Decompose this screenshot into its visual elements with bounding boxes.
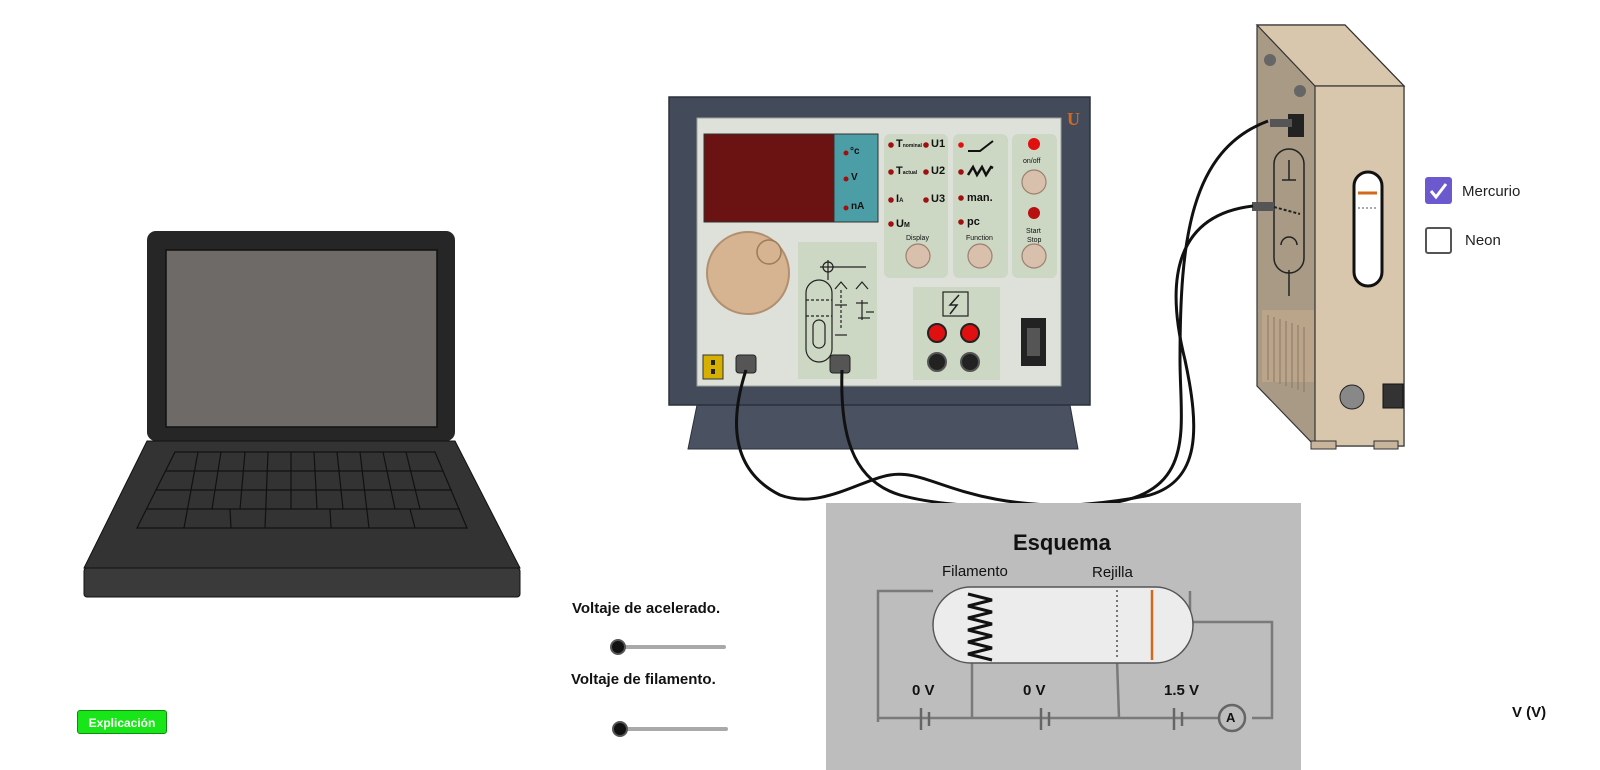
temperature-knob[interactable] [706,231,790,315]
label-u2: U2 [931,165,946,177]
filament-voltage-label: Voltaje de filamento. [571,671,716,688]
tube-diagram [932,586,1194,664]
ammeter-icon [1217,703,1247,733]
label-start: Start [1026,228,1041,235]
control-unit: U [668,96,1091,450]
explanation-button[interactable]: Explicación [77,710,167,734]
neon-label: Neon [1465,232,1501,249]
neon-checkbox[interactable] [1425,227,1452,254]
start-stop-knob[interactable] [1021,243,1047,269]
output-sockets[interactable] [927,323,980,372]
label-ia: IA [896,193,904,205]
label-u3: U3 [931,193,946,205]
label-stop: Stop [1027,237,1042,244]
sawtooth-icon [966,164,994,178]
accel-voltage-slider-thumb[interactable] [610,639,626,655]
power-knob[interactable] [1021,169,1047,195]
label-function: Function [966,235,993,242]
keyboard [136,451,468,529]
label-on-off: on/off [1023,158,1041,165]
tube-diagram-icon [805,260,874,363]
label-display: Display [906,235,929,242]
accel-voltage-slider-track[interactable] [618,645,726,649]
battery-icon [919,708,1184,730]
mercury-label: Mercurio [1462,183,1521,200]
franck-hertz-tube-box [1252,24,1406,450]
filament-voltage-slider-track[interactable] [620,727,728,731]
schema-title: Esquema [1013,530,1111,555]
ammeter-symbol: A [1226,710,1236,725]
unit-nanoamp: nA [851,201,865,212]
check-icon [1429,183,1448,200]
ramp-icon [968,140,994,152]
label-u1: U1 [931,138,946,150]
label-um: UM [896,218,910,230]
brand-logo: U [1067,109,1080,129]
filament-voltage-slider-thumb[interactable] [612,721,628,737]
unit-celsius: °c [850,146,860,157]
display-knob[interactable] [905,243,931,269]
laptop-icon [83,231,521,598]
fuse-holder-icon [702,354,724,380]
serial-port-icon [1021,318,1046,366]
label-pc: pc [967,216,980,228]
voltage-label-1: 0 V [912,682,935,699]
lightning-icon [942,291,969,317]
label-t-nominal: Tnominal [896,138,922,150]
label-manual: man. [967,192,993,204]
label-t-actual: Tactual [896,165,918,177]
unit-volt: V [851,172,858,183]
voltage-label-2: 0 V [1023,682,1046,699]
mercury-checkbox[interactable] [1425,177,1452,204]
accel-voltage-label: Voltaje de acelerado. [572,600,721,617]
voltage-label-3: 1.5 V [1164,682,1200,699]
filament-label: Filamento [942,563,1008,580]
voltage-axis-label: V (V) [1512,704,1547,721]
grid-label: Rejilla [1092,564,1133,581]
function-knob[interactable] [967,243,993,269]
